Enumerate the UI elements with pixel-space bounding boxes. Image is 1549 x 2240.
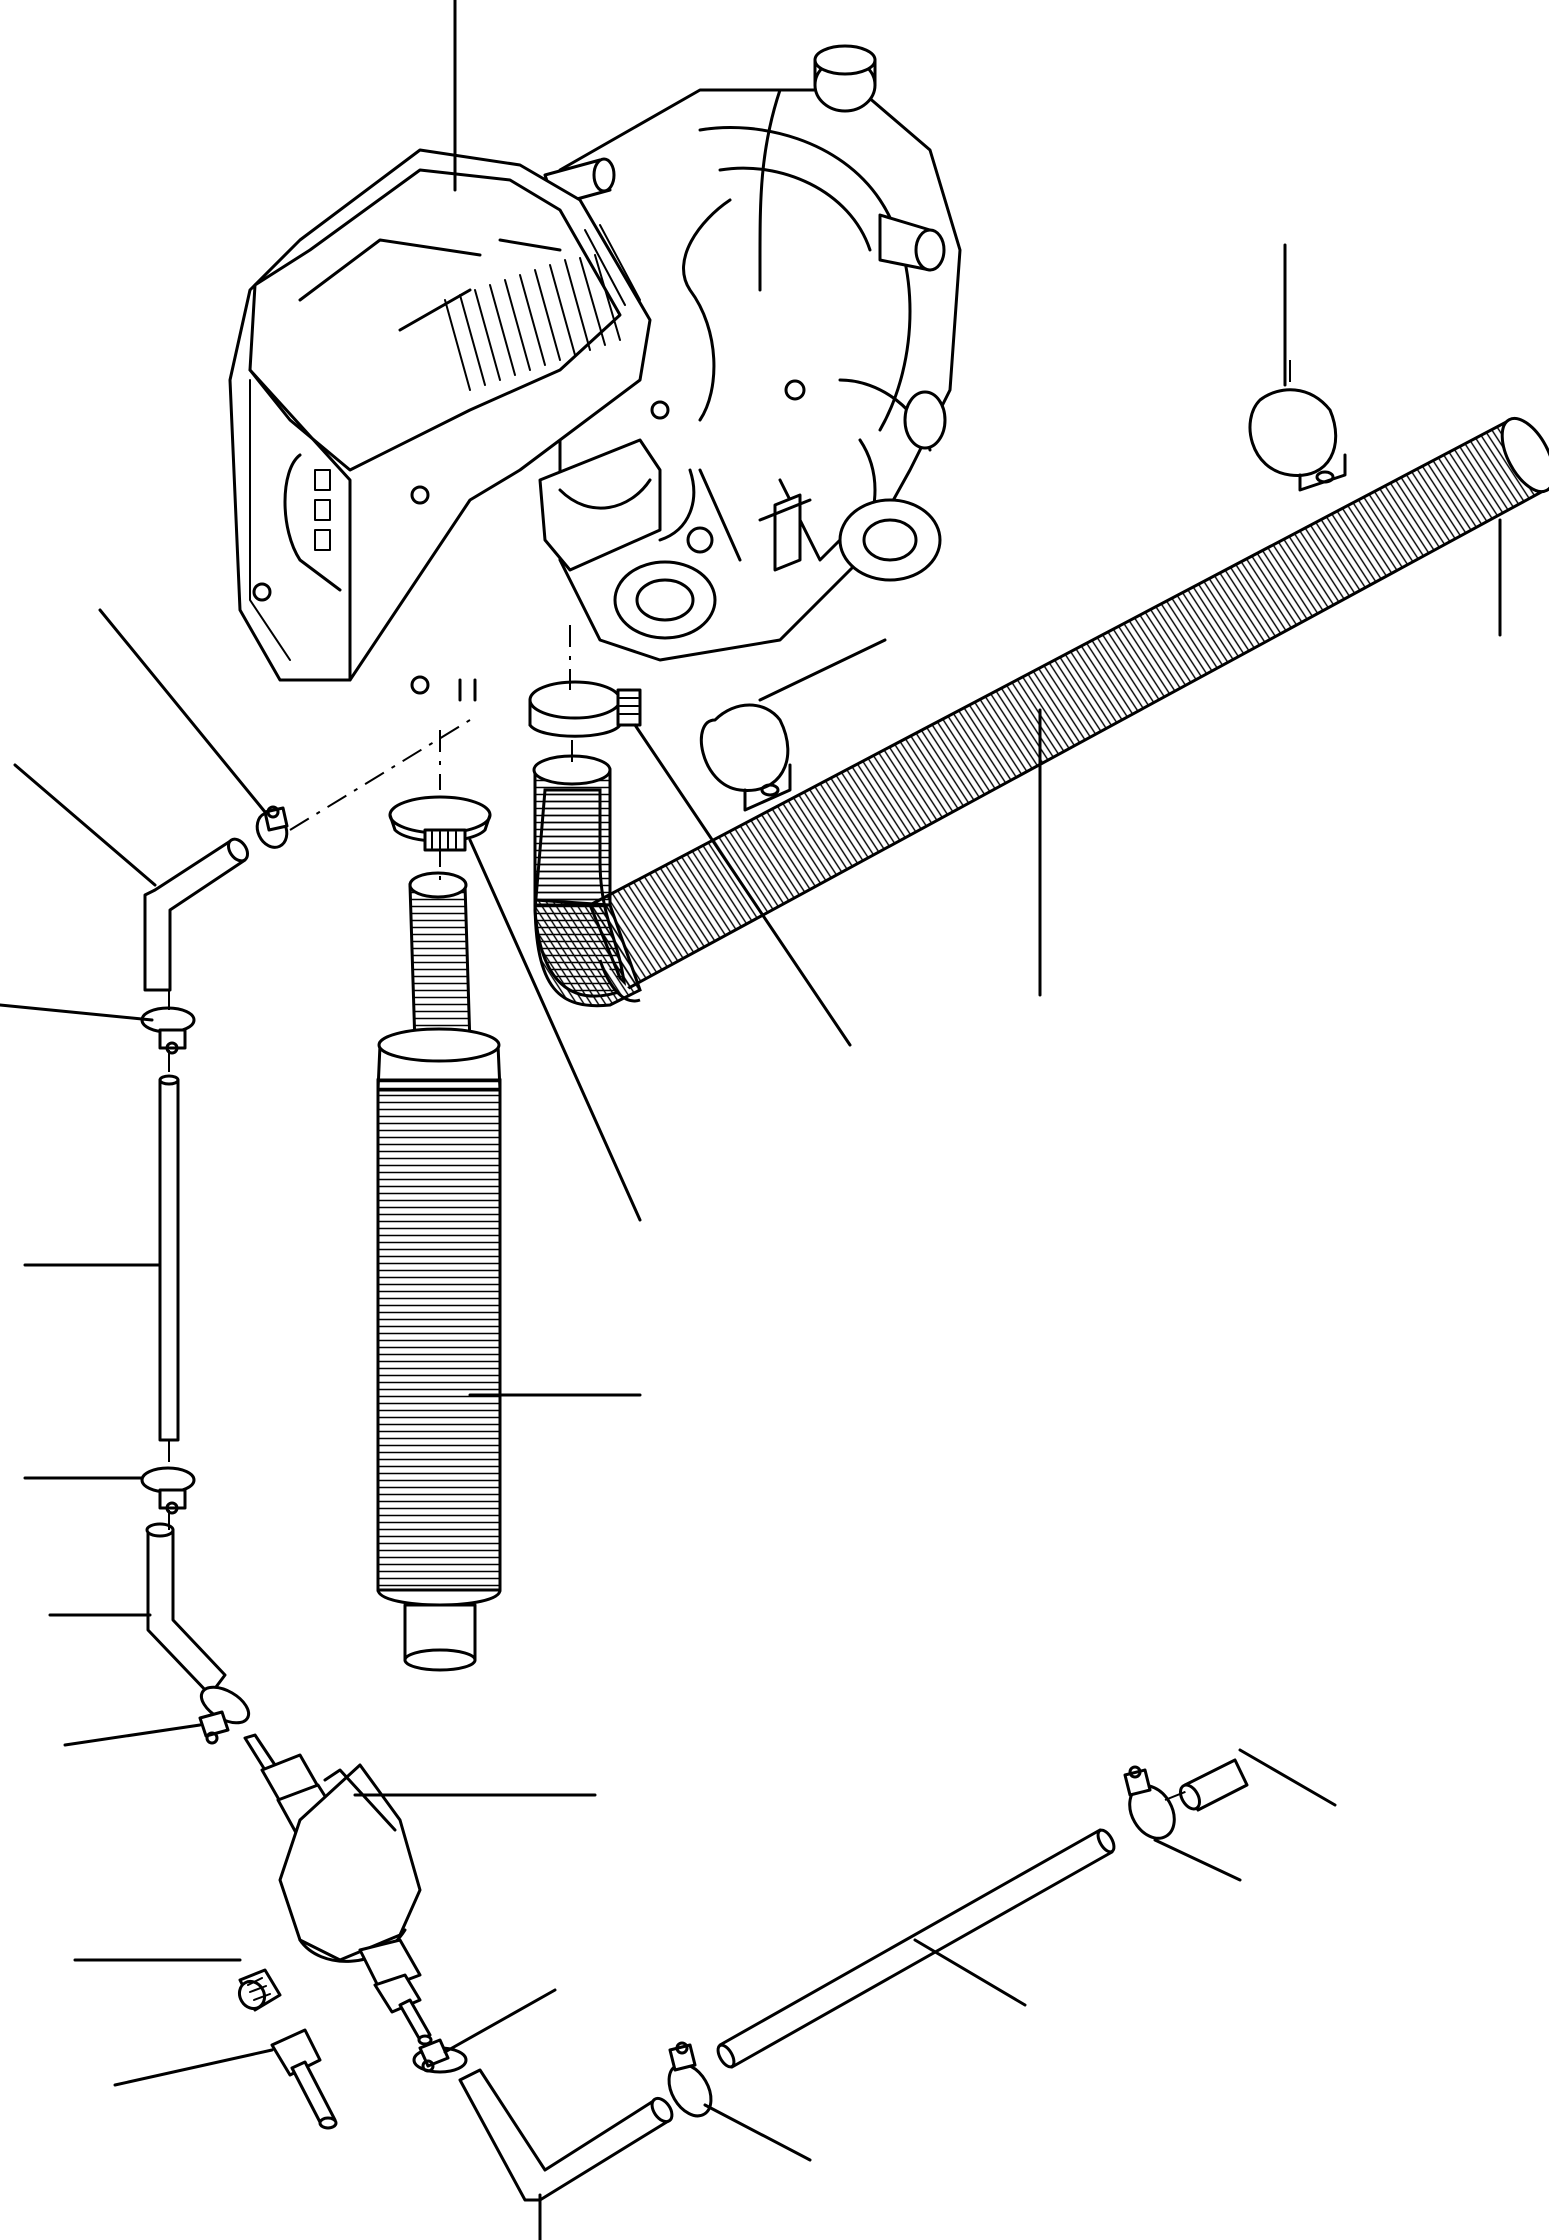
leader-fuel-line-end: [1238, 1748, 1337, 1807]
exhaust-clamp-intake: [528, 680, 642, 738]
assembly-centerlines: [168, 360, 1291, 1801]
callout-leaders: [0, 0, 1502, 2240]
adapter-nut: [237, 1968, 282, 2012]
fuel-clamp-f: [1123, 1765, 1176, 1840]
fuel-hose-elbow-upper: [143, 837, 250, 992]
fuel-hose-elbow-mid: [145, 1522, 227, 1697]
fuel-line-end: [1179, 1758, 1249, 1812]
fuel-line-vertical: [158, 1074, 180, 1442]
flexible-duct: [532, 416, 1549, 1008]
leader-fitting-connector: [113, 2048, 274, 2087]
bracket-clip: [699, 703, 792, 812]
fuel-clamp-b: [140, 1466, 196, 1515]
leader-exhaust-clamp: [468, 838, 642, 1222]
leader-fuel-clamp-d: [443, 1988, 557, 2054]
leader-bracket-clip: [758, 638, 887, 702]
bracket-clip-top: [1248, 388, 1347, 492]
leader-fuel-clamp-a: [0, 1003, 154, 1022]
leader-fuel-line-horizontal: [913, 1938, 1027, 2007]
hose-clamp-upper: [255, 805, 289, 849]
fuel-clamp-d: [412, 2038, 468, 2074]
leader-hose-clamp-upper: [98, 608, 267, 814]
fuel-clamp-a: [140, 1006, 196, 1055]
leader-exhaust-clamp-intake: [633, 723, 852, 1047]
fuel-clamp-c: [198, 1685, 277, 1772]
exhaust-flex-pipe: [376, 871, 502, 1672]
fuel-hose-elbow-lower: [458, 2068, 674, 2202]
fuel-line-horizontal: [716, 1828, 1116, 2069]
fitting-connector: [270, 2028, 338, 2130]
leader-fuel-clamp-f: [1153, 1838, 1242, 1882]
exhaust-clamp: [388, 795, 492, 852]
heater-unit: [228, 44, 962, 702]
fuel-pump: [260, 1753, 433, 2046]
leader-fuel-clamp-c: [63, 1723, 202, 1747]
leader-fuel-clamp-e: [703, 2103, 812, 2162]
fuel-clamp-e: [667, 2041, 713, 2118]
leader-fuel-hose-elbow-upper: [13, 763, 157, 887]
